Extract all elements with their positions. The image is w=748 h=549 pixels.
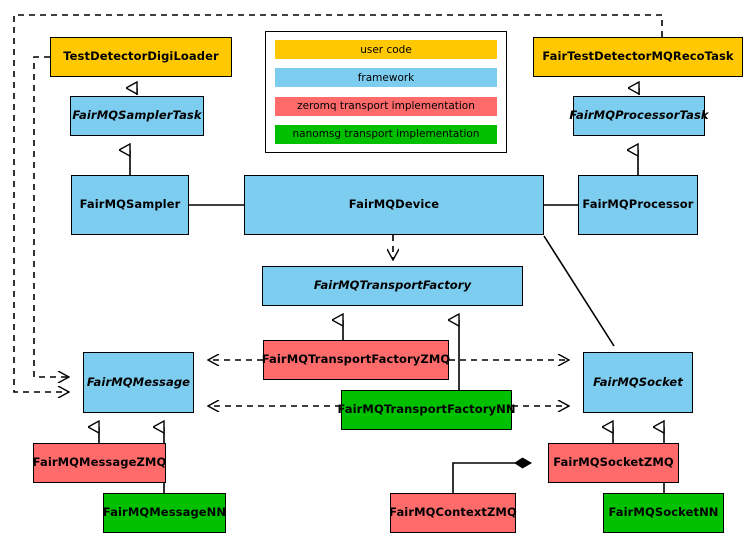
- class-label: FairTestDetectorMQRecoTask: [542, 49, 734, 64]
- class-node-fairmqtransportfactoryzmq[interactable]: FairMQTransportFactoryZMQ: [261, 340, 451, 380]
- edge-device-to-socket: [543, 235, 615, 347]
- class-label: FairMQSampler: [79, 197, 181, 212]
- class-node-fairmqsocket[interactable]: FairMQSocket: [583, 352, 693, 413]
- class-label: FairMQProcessorTask: [569, 108, 709, 123]
- class-node-fairmqdevice[interactable]: FairMQDevice: [244, 175, 544, 235]
- class-node-fairmqsocketnn[interactable]: FairMQSocketNN: [603, 493, 724, 533]
- legend: user code framework zeromq transport imp…: [265, 31, 507, 153]
- class-node-testdetectordigiloader[interactable]: TestDetectorDigiLoader: [50, 37, 232, 77]
- class-label: FairMQSocketZMQ: [553, 455, 674, 470]
- class-label: TestDetectorDigiLoader: [63, 49, 219, 64]
- class-node-fairmqsocketzmq[interactable]: FairMQSocketZMQ: [548, 443, 679, 483]
- class-label: FairMQDevice: [348, 197, 440, 212]
- legend-item-framework: framework: [275, 68, 497, 88]
- class-label: FairMQTransportFactoryNN: [337, 402, 516, 417]
- class-label: FairMQTransportFactory: [313, 278, 472, 293]
- legend-item-nanomsg: nanomsg transport implementation: [275, 124, 497, 144]
- legend-item-user-code: user code: [275, 40, 497, 59]
- class-node-fairmqprocessortask[interactable]: FairMQProcessorTask: [569, 96, 709, 136]
- edge-socketzmq-to-contextzmq: [452, 457, 533, 493]
- class-label: FairMQTransportFactoryZMQ: [261, 352, 451, 367]
- edge-digiloader-to-message: [33, 56, 69, 377]
- class-node-fairmqprocessor[interactable]: FairMQProcessor: [578, 175, 698, 235]
- class-node-fairmqtransportfactory[interactable]: FairMQTransportFactory: [262, 266, 523, 306]
- class-node-fairmqmessagezmq[interactable]: FairMQMessageZMQ: [33, 443, 166, 483]
- class-node-fairmqsampler[interactable]: FairMQSampler: [71, 175, 189, 235]
- class-node-fairmqmessage[interactable]: FairMQMessage: [83, 352, 194, 413]
- class-node-fairmqmessagenn[interactable]: FairMQMessageNN: [103, 493, 226, 533]
- class-label: FairMQSamplerTask: [72, 108, 202, 123]
- class-label: FairMQMessageNN: [102, 505, 227, 520]
- class-label: FairMQSocketNN: [608, 505, 719, 520]
- class-node-fairmqcontextzmq[interactable]: FairMQContextZMQ: [389, 493, 517, 533]
- class-node-fairtestdetectormqrecotask[interactable]: FairTestDetectorMQRecoTask: [533, 37, 743, 77]
- class-label: FairMQContextZMQ: [389, 505, 517, 520]
- class-label: FairMQSocket: [593, 374, 683, 389]
- legend-item-zeromq: zeromq transport implementation: [275, 96, 497, 116]
- class-label: FairMQMessageZMQ: [32, 455, 167, 470]
- class-label: FairMQMessage: [86, 374, 191, 389]
- class-label: FairMQProcessor: [582, 197, 694, 212]
- class-node-fairmqtransportfactorynn[interactable]: FairMQTransportFactoryNN: [337, 390, 515, 430]
- class-node-fairmqsamplertask[interactable]: FairMQSamplerTask: [70, 96, 204, 136]
